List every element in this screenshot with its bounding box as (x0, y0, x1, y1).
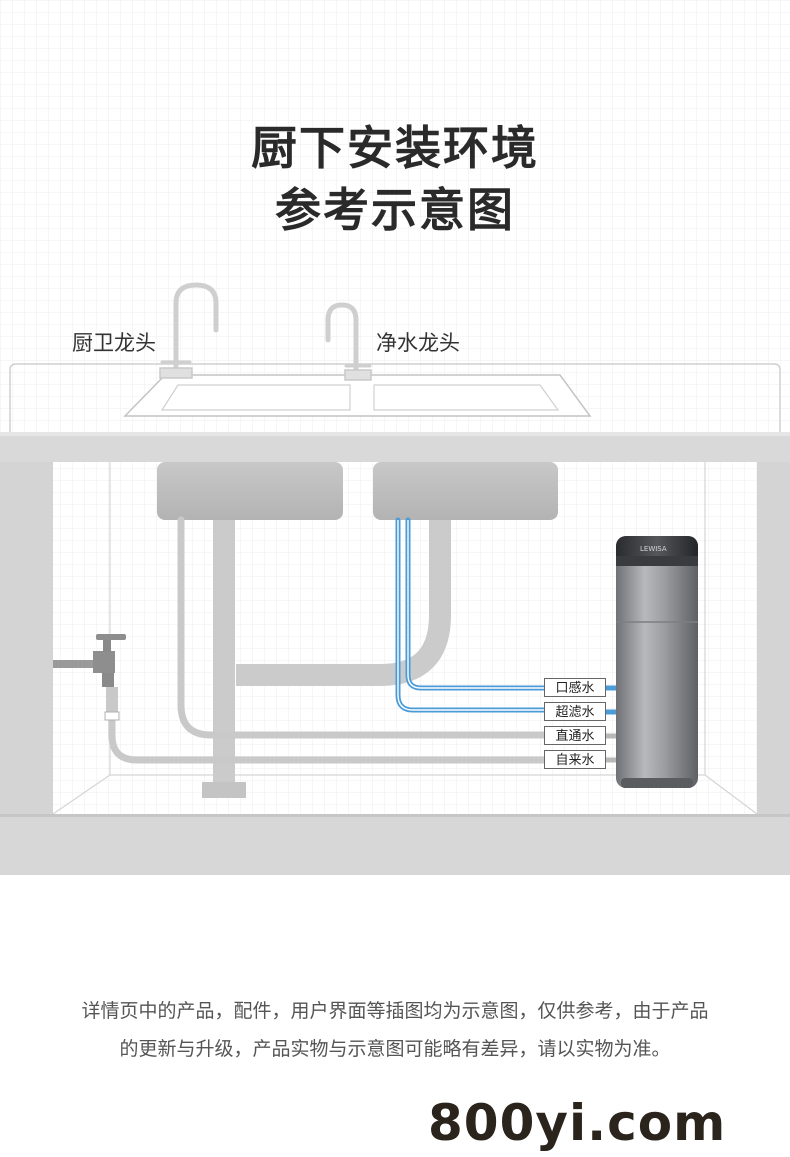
kitchen-faucet (159, 282, 219, 379)
cabinet-left-wall (0, 462, 53, 814)
taste-water-tag: 口感水 (544, 678, 606, 697)
angle-valve (53, 634, 126, 721)
ultra-filtered-water-tag: 超滤水 (544, 702, 606, 721)
supply-pipes (108, 516, 549, 764)
kitchen-faucet-label: 厨卫龙头 (72, 331, 156, 355)
floor-drain (202, 782, 246, 798)
page-title-line2: 参考示意图 (275, 183, 515, 237)
page-title-line1: 厨下安装环境 (251, 121, 539, 175)
purifier-brand: LEWISA (640, 545, 667, 553)
direct-water-tag: 直通水 (544, 726, 606, 745)
sink-basin-left (157, 462, 343, 520)
cabinet-right-wall (757, 462, 790, 814)
disclaimer-line2: 的更新与升级，产品实物与示意图可能略有差异，请以实物为准。 (119, 1038, 671, 1060)
sink-basin-right (373, 462, 558, 520)
cabinet-base (0, 814, 790, 875)
sink-right-basin (373, 384, 560, 411)
purified-faucet-label: 净水龙头 (376, 331, 460, 355)
purified-water-faucet (325, 302, 372, 381)
sink-left-basin (160, 384, 351, 411)
blue-pipes-highlight (397, 520, 545, 711)
disclaimer: 详情页中的产品，配件，用户界面等插图均为示意图，仅供参考，由于产品 的更新与升级… (0, 992, 790, 1068)
tap-water-tag: 自来水 (544, 750, 606, 769)
disclaimer-line1: 详情页中的产品，配件，用户界面等插图均为示意图，仅供参考，由于产品 (81, 1000, 709, 1022)
watermark: 800yi.com (428, 1094, 727, 1152)
countertop-outline (9, 363, 781, 432)
countertop (0, 432, 790, 462)
drain-pipes (213, 520, 451, 785)
water-purifier: LEWISA (616, 536, 698, 788)
